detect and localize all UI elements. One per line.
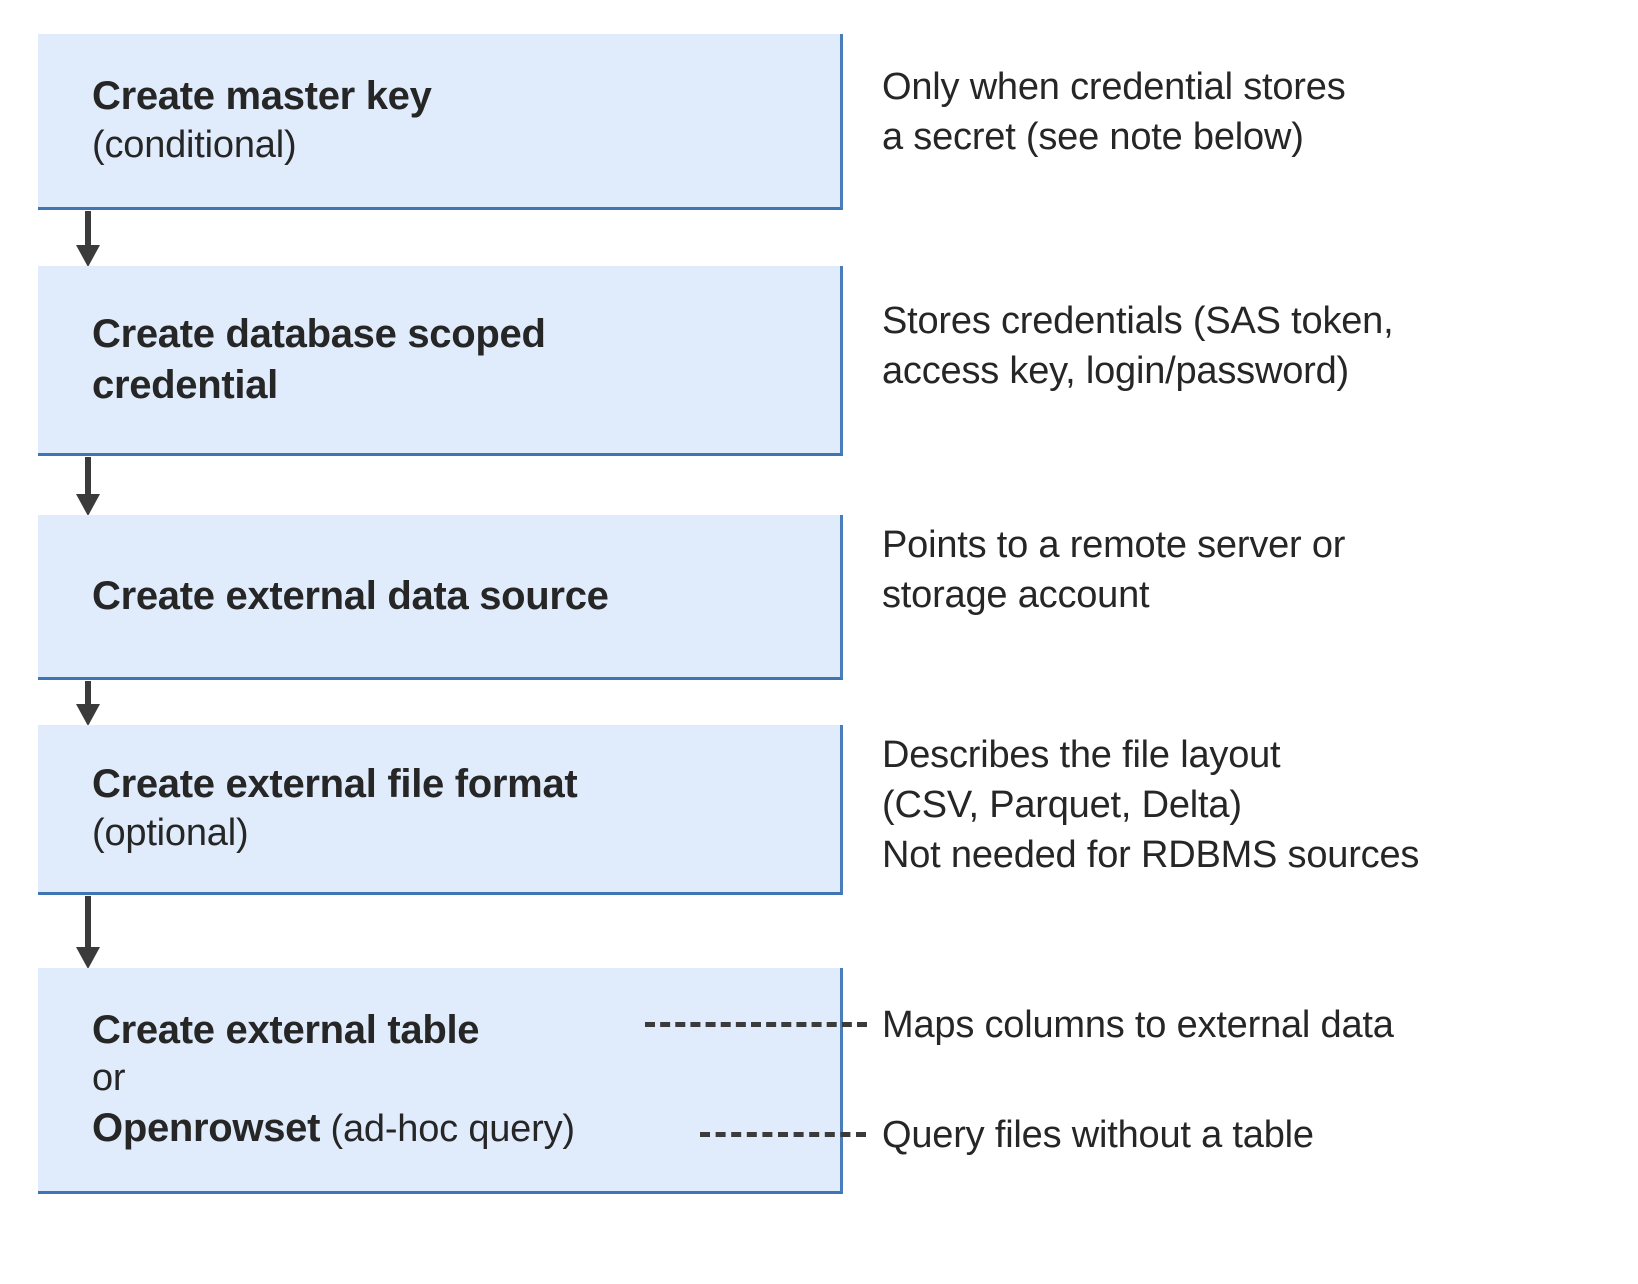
note-scoped-credential-line2: access key, login/password) — [882, 350, 1349, 393]
note-external-table: Maps columns to external data — [882, 1004, 1394, 1046]
note-external-data-source-line1: Points to a remote server or — [882, 524, 1346, 566]
note-master-key-line1: Only when credential stores — [882, 66, 1346, 108]
arrow-head — [76, 245, 100, 267]
step-title-openrowset-strong: Openrowset — [92, 1106, 321, 1151]
arrow-shaft — [85, 896, 91, 947]
arrow-shaft — [85, 211, 91, 245]
step-title-scoped-credential-line2: credential — [92, 362, 278, 407]
step-subtitle-master-key: (conditional) — [92, 123, 297, 166]
step-title-scoped-credential-line1: Create database scoped — [92, 312, 546, 357]
step-separator-or: or — [92, 1057, 126, 1100]
arrow-shaft — [85, 681, 91, 704]
note-external-file-format: Describes the file layout (CSV, Parquet,… — [882, 730, 1419, 880]
note-master-key-line2: a secret (see note below) — [882, 116, 1304, 159]
step-title-external-table: Create external table — [92, 1007, 480, 1052]
note-external-data-source: Points to a remote server or storage acc… — [882, 520, 1345, 620]
arrow-down-icon-2 — [76, 457, 100, 516]
step-box-master-key[interactable]: Create master key (conditional) — [38, 34, 843, 210]
step-subtitle-external-file-format: (optional) — [92, 811, 249, 854]
step-title-openrowset-suffix: (ad-hoc query) — [320, 1108, 576, 1151]
note-external-file-format-line1: Describes the file layout — [882, 734, 1281, 776]
step-box-external-table[interactable]: Create external table or Openrowset (ad-… — [38, 968, 843, 1194]
note-scoped-credential: Stores credentials (SAS token, access ke… — [882, 296, 1394, 396]
step-box-external-file-format[interactable]: Create external file format (optional) — [38, 725, 843, 895]
note-master-key: Only when credential stores a secret (se… — [882, 62, 1346, 162]
note-openrowset: Query files without a table — [882, 1114, 1314, 1156]
step-title-external-file-format: Create external file format — [92, 762, 578, 807]
arrow-down-icon-1 — [76, 211, 100, 267]
step-title-openrowset: Openrowset (ad-hoc query) — [38, 1103, 840, 1154]
arrow-down-icon-4 — [76, 896, 100, 969]
step-title-master-key: Create master key — [92, 74, 432, 119]
step-title-external-data-source: Create external data source — [92, 573, 609, 618]
arrow-head — [76, 704, 100, 726]
note-external-file-format-line3: Not needed for RDBMS sources — [882, 834, 1420, 877]
step-box-external-data-source[interactable]: Create external data source — [38, 515, 843, 680]
note-scoped-credential-line1: Stores credentials (SAS token, — [882, 300, 1394, 342]
arrow-head — [76, 947, 100, 969]
arrow-shaft — [85, 457, 91, 494]
dashed-leader-openrowset — [700, 1132, 866, 1137]
arrow-down-icon-3 — [76, 681, 100, 726]
step-box-scoped-credential[interactable]: Create database scoped credential — [38, 266, 843, 456]
note-external-file-format-line2: (CSV, Parquet, Delta) — [882, 784, 1242, 827]
dashed-leader-external-table — [645, 1022, 867, 1027]
note-external-data-source-line2: storage account — [882, 574, 1150, 617]
arrow-head — [76, 494, 100, 516]
